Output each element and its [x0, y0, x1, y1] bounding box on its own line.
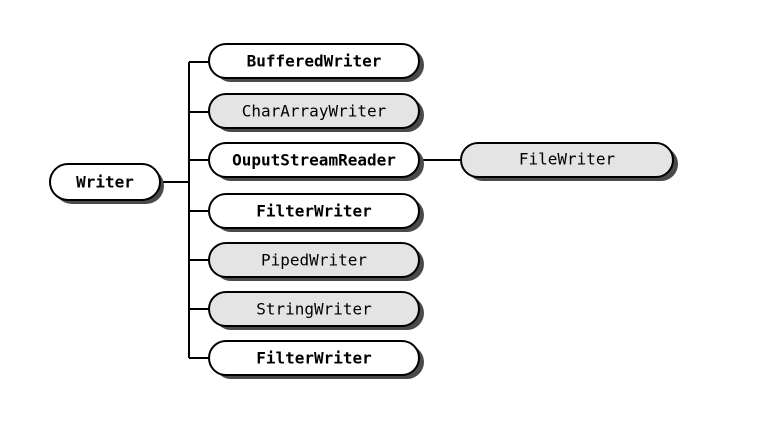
node-label: CharArrayWriter [242, 102, 387, 121]
node-label: Writer [76, 173, 134, 192]
node-chararraywriter: CharArrayWriter [208, 93, 424, 132]
node-label: BufferedWriter [247, 52, 382, 71]
node-box [208, 291, 420, 327]
node-box [208, 340, 420, 376]
connectors [161, 61, 462, 359]
node-label: PipedWriter [261, 251, 367, 270]
node-filewriter: FileWriter [460, 142, 678, 181]
node-stringwriter: StringWriter [208, 291, 424, 330]
node-box [208, 43, 420, 79]
node-writer: Writer [49, 163, 164, 204]
node-box [208, 193, 420, 229]
node-label: FilterWriter [256, 202, 372, 221]
node-filterwriter-2: FilterWriter [208, 340, 424, 379]
node-box [208, 142, 420, 178]
node-box [49, 163, 161, 201]
node-box [460, 142, 674, 178]
node-label: FilterWriter [256, 349, 372, 368]
node-label: StringWriter [256, 300, 372, 319]
node-box [208, 93, 420, 129]
node-label: OuputStreamReader [232, 151, 396, 170]
node-bufferedwriter: BufferedWriter [208, 43, 424, 82]
node-pipedwriter: PipedWriter [208, 242, 424, 281]
node-box [208, 242, 420, 278]
node-filterwriter-1: FilterWriter [208, 193, 424, 232]
node-label: FileWriter [519, 150, 616, 169]
node-ouputstreamreader: OuputStreamReader [208, 142, 424, 181]
